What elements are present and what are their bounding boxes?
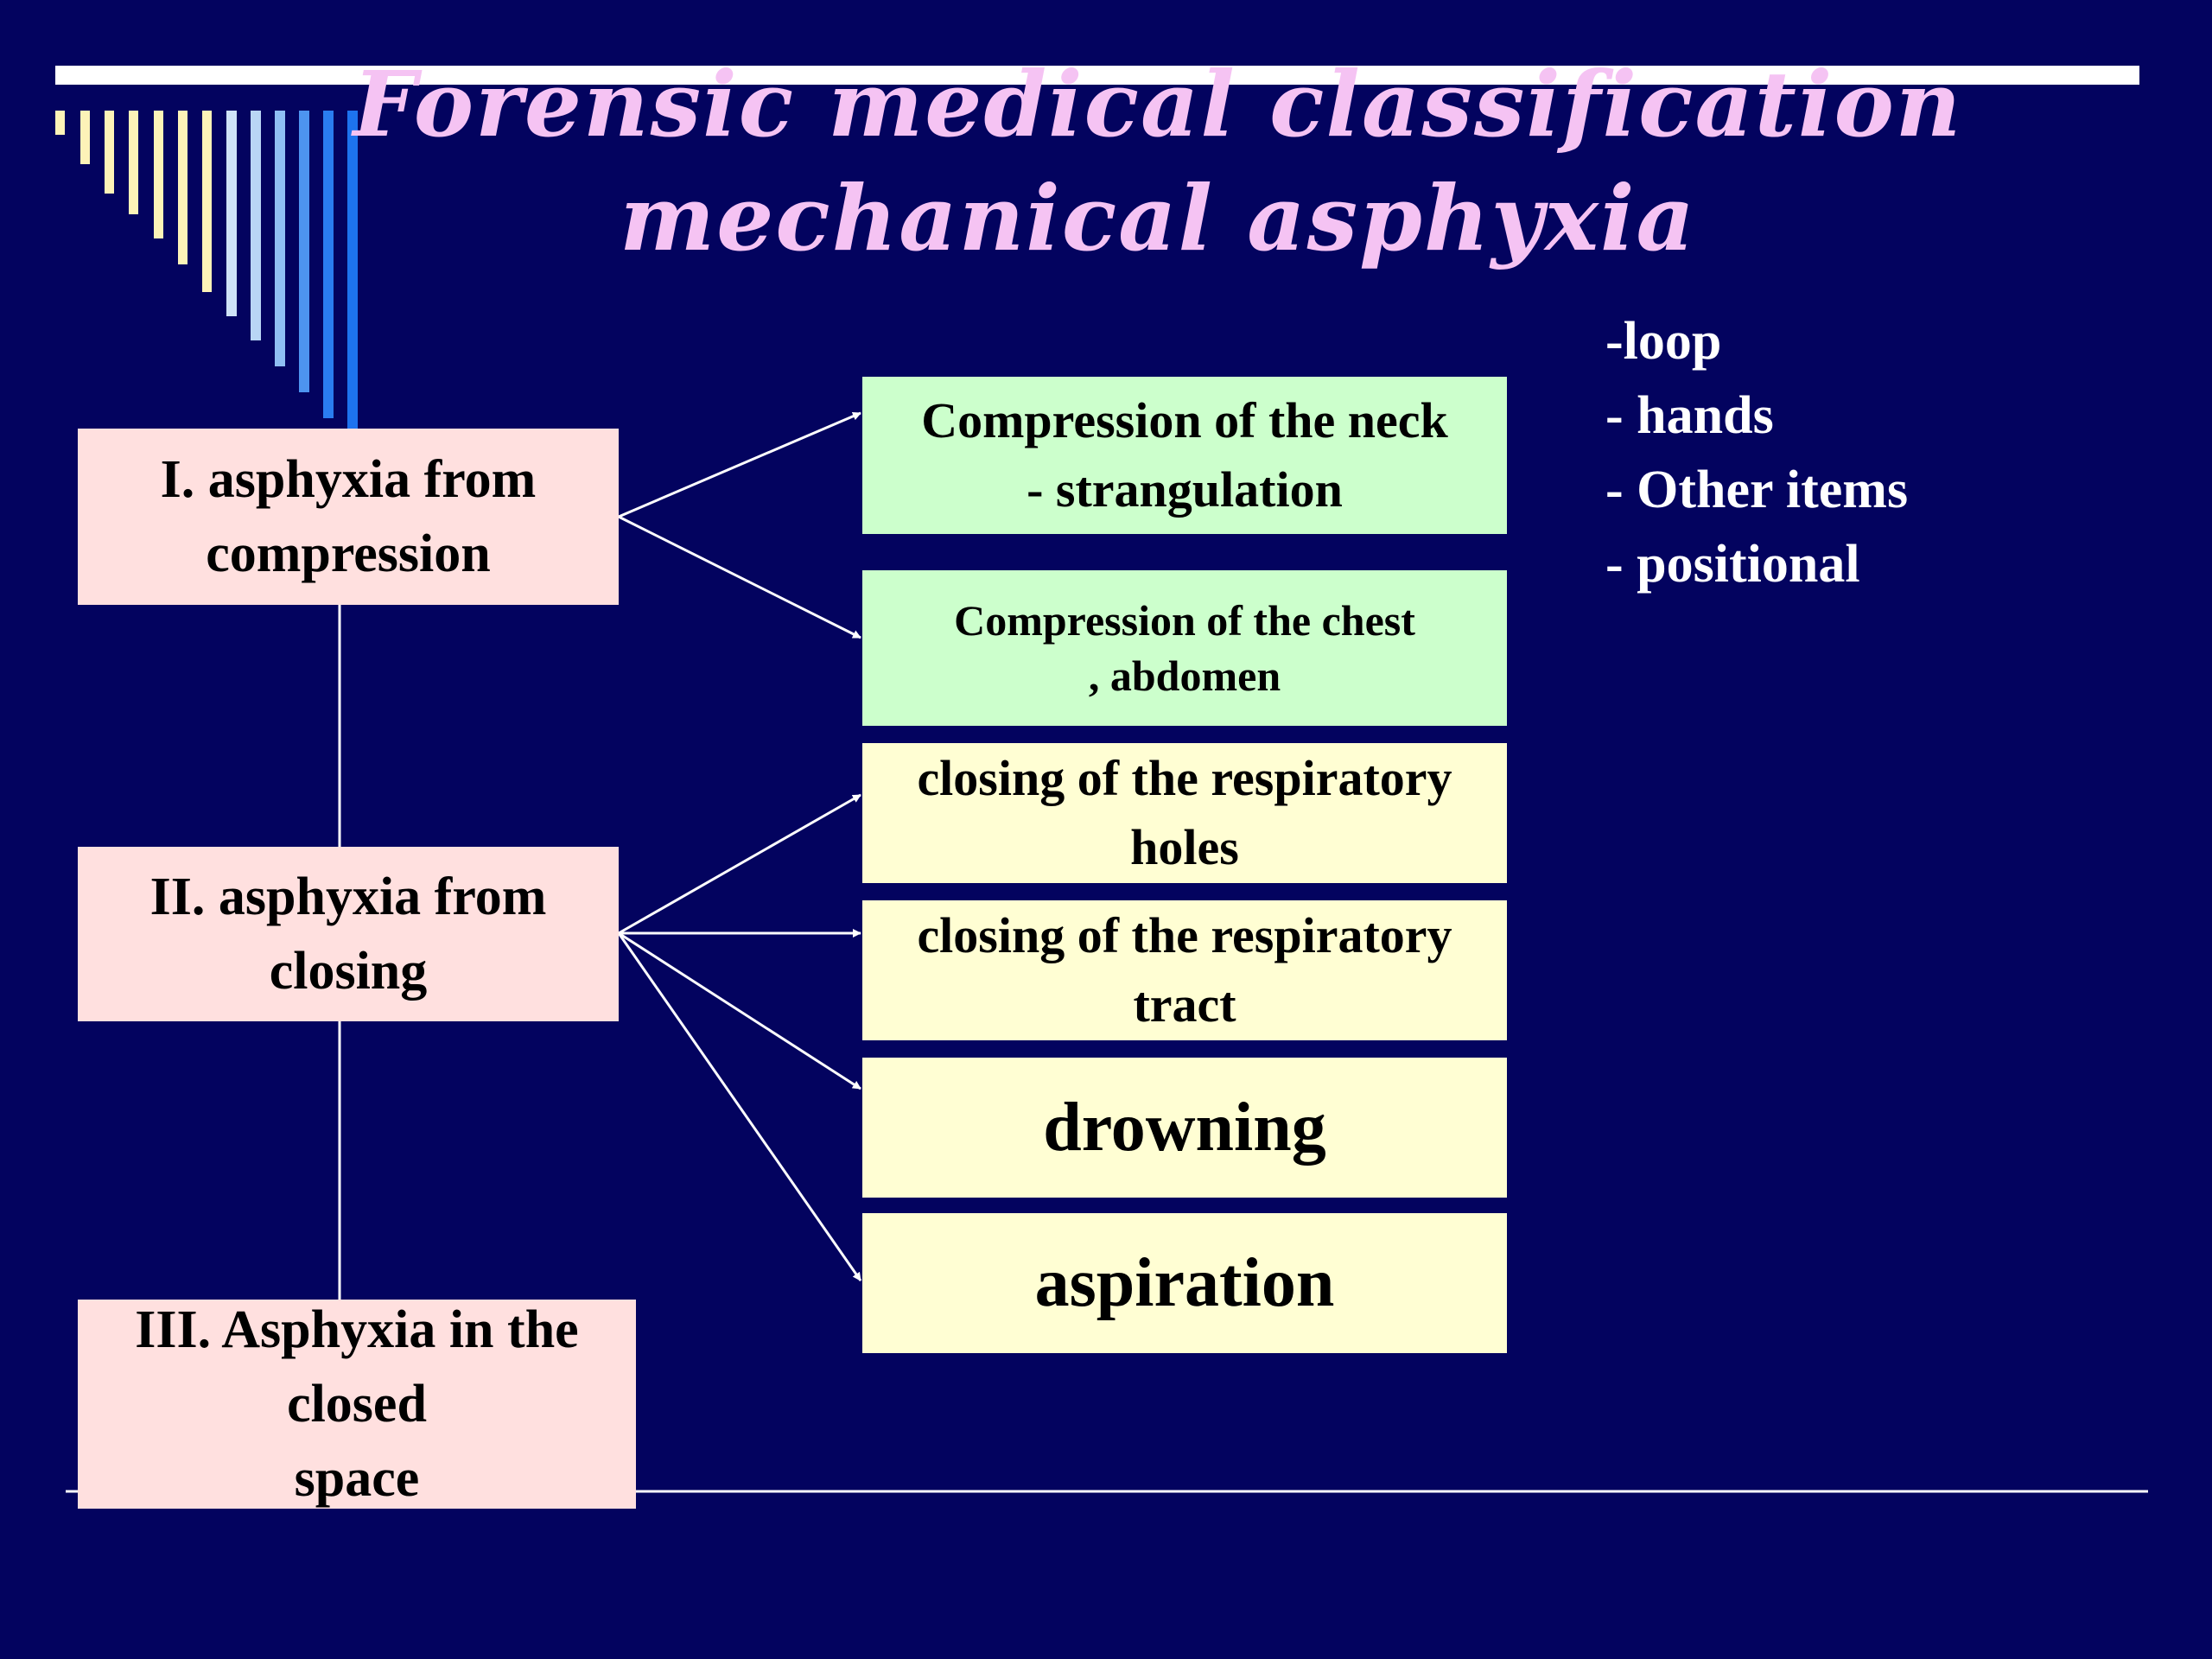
category-closing-line2: closing [269,942,428,1001]
category-closed-space-line1: III. Asphyxia in the [135,1300,579,1359]
category-compression-box: I. asphyxia from compression [78,429,619,605]
subtype-chest-line2: , abdomen [1088,652,1281,700]
top-rule [55,66,2139,85]
arrow-to-chest [618,515,861,639]
category-closed-space-line2: closed [287,1375,427,1433]
connector-arrows [617,411,862,1281]
strangulation-type-item: - Other items [1605,461,1909,519]
subtype-holes-box: closing of the respiratory holes [862,743,1507,883]
subtype-chest-line1: Compression of the chest [954,596,1415,645]
category-closing-box: II. asphyxia from closing [78,847,619,1021]
subtype-neck-line2: - strangulation [1027,461,1343,518]
strangulation-type-item: - hands [1605,386,1774,445]
arrow-to-holes [618,793,861,935]
subtype-chest-box: Compression of the chest , abdomen [862,570,1507,726]
subtype-neck-line1: Compression of the neck [921,392,1448,448]
strangulation-type-item: -loop [1605,312,1722,371]
subtype-holes-line2: holes [1130,819,1239,875]
subtype-tract-line1: closing of the respiratory [917,907,1452,963]
subtype-neck-box: Compression of the neck - strangulation [862,377,1507,534]
corner-stripes-decoration [55,111,358,429]
category-compression-line1: I. asphyxia from [160,450,537,509]
arrow-to-aspiration [617,932,862,1281]
subtype-aspiration-label: aspiration [1034,1245,1335,1321]
arrow-to-drowning [618,931,861,1090]
subtype-tract-line2: tract [1133,976,1236,1033]
subtype-aspiration-box: aspiration [862,1213,1507,1353]
category-closing-line1: II. asphyxia from [149,868,547,926]
category-closed-space-line3: space [294,1449,420,1508]
slide-title-line1: Forensic medical classification [353,51,1963,157]
category-compression-line2: compression [206,524,491,583]
subtype-drowning-box: drowning [862,1058,1507,1198]
subtype-tract-box: closing of the respiratory tract [862,900,1507,1040]
subtype-holes-line1: closing of the respiratory [917,750,1452,806]
subtype-drowning-label: drowning [1043,1090,1326,1166]
slide-title-line2: mechanical asphyxia [620,165,1696,271]
category-closed-space-box: III. Asphyxia in the closed space [78,1300,636,1509]
strangulation-types-list: -loop - hands - Other items - positional [1605,304,1908,601]
arrow-to-neck [618,411,861,518]
strangulation-type-item: - positional [1605,535,1860,594]
